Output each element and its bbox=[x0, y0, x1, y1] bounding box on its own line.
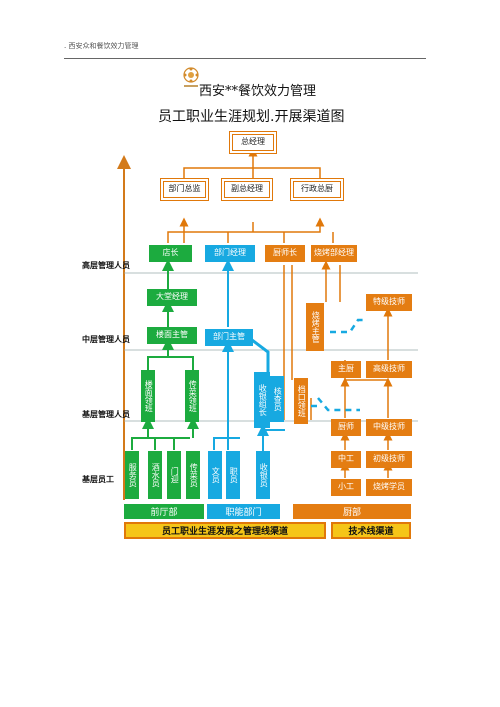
channel-management: 员工职业生涯发展之管理线渠道 bbox=[124, 522, 326, 539]
diagram-subtitle: 员工职业生涯规划.开展渠道图 bbox=[158, 109, 345, 125]
node-floor-supervisor: 楼面主管 bbox=[147, 327, 197, 344]
node-runner-lead: 传菜领班 bbox=[185, 370, 199, 422]
node-mid-worker: 中工 bbox=[331, 451, 361, 468]
node-waiter: 服务员 bbox=[125, 451, 139, 499]
node-junior-worker: 小工 bbox=[331, 479, 361, 496]
node-staff: 职员 bbox=[226, 451, 240, 499]
dept-band-front: 前厅部 bbox=[124, 504, 204, 519]
node-deputy-gm: 副总经理 bbox=[224, 181, 270, 198]
node-floor-lead: 楼面领班 bbox=[141, 370, 155, 422]
node-bbq-supervisor: 烧烤主管 bbox=[306, 303, 324, 351]
node-bbq-apprentice: 烧烤学员 bbox=[366, 479, 412, 496]
node-hall-manager: 大堂经理 bbox=[147, 289, 197, 306]
diagram-title: 西安**餐饮效力管理 bbox=[199, 84, 317, 99]
node-runner: 传菜员 bbox=[186, 451, 200, 499]
node-clerk: 文员 bbox=[208, 451, 222, 499]
node-exec-chef: 行政总厨 bbox=[293, 181, 341, 198]
level-label-senior: 高层管理人员 bbox=[82, 260, 130, 270]
node-sous-chef: 主厨 bbox=[331, 361, 361, 378]
node-bartender: 酒水员 bbox=[148, 451, 162, 499]
node-chef: 厨师 bbox=[331, 419, 361, 436]
dept-band-functional: 职能部门 bbox=[207, 504, 280, 519]
channel-technical: 技术线渠道 bbox=[331, 522, 411, 539]
node-dept-supervisor: 部门主管 bbox=[205, 329, 253, 346]
node-junior-technician: 初级技师 bbox=[366, 451, 412, 468]
node-mid-technician: 中级技师 bbox=[366, 419, 412, 436]
node-head-chef: 厨师长 bbox=[265, 245, 305, 262]
node-cashier: 收银员 bbox=[256, 451, 270, 499]
node-dept-manager: 部门经理 bbox=[205, 245, 255, 262]
node-advanced-technician: 高级技师 bbox=[366, 361, 412, 378]
node-store-manager: 店长 bbox=[149, 245, 192, 262]
node-cashier-lead: 收银组长 bbox=[254, 372, 270, 428]
node-bbq-manager: 烧烤部经理 bbox=[311, 245, 357, 262]
level-label-staff: 基层员工 bbox=[82, 474, 114, 484]
node-senior-technician: 特级技师 bbox=[366, 294, 412, 311]
level-label-middle: 中层管理人员 bbox=[82, 334, 130, 344]
node-auditor: 核查员 bbox=[270, 376, 284, 422]
node-archive-lead: 档口领班 bbox=[294, 378, 308, 424]
node-dept-director: 部门总监 bbox=[163, 181, 206, 198]
document-header: . 西安众和餐饮效力管理 bbox=[64, 42, 139, 50]
header-divider bbox=[64, 58, 426, 59]
level-label-junior-mgmt: 基层管理人员 bbox=[82, 409, 130, 419]
node-greeter: 门迎 bbox=[167, 451, 181, 499]
node-general-manager: 总经理 bbox=[232, 134, 274, 151]
company-logo-icon bbox=[183, 67, 199, 87]
dept-band-kitchen: 厨部 bbox=[293, 504, 411, 519]
